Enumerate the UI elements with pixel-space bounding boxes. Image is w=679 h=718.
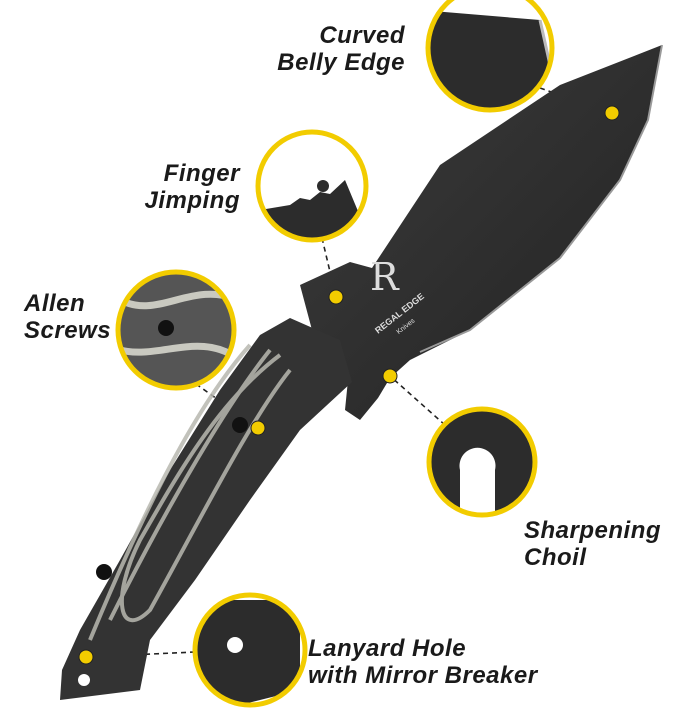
leader-line-choil <box>389 375 446 426</box>
marker-dot-lanyard <box>78 649 94 665</box>
callout-circle-lanyard <box>192 592 308 708</box>
callout-circle-screws <box>115 269 237 391</box>
label-line: Lanyard Hole <box>308 635 467 662</box>
lanyard-hole <box>78 674 90 686</box>
marker-dot-choil <box>382 368 398 384</box>
allen-screw <box>96 564 112 580</box>
label-line: Jimping <box>144 187 240 214</box>
leader-line-jimping <box>321 237 337 298</box>
callout-label-jimping: Finger Jimping <box>110 160 240 214</box>
handle-grain <box>88 343 292 641</box>
label-line: Screws <box>24 317 112 344</box>
label-line: Allen <box>24 290 86 317</box>
callout-label-choil: Sharpening Choil <box>524 517 674 571</box>
label-line: Choil <box>524 544 587 571</box>
blade <box>300 45 662 420</box>
label-line: Curved <box>319 22 405 49</box>
label-line: with Mirror Breaker <box>308 662 538 689</box>
allen-screw <box>232 417 248 433</box>
label-line: Belly Edge <box>277 49 405 76</box>
callout-label-belly-edge: Curved Belly Edge <box>230 22 405 76</box>
marker-dot-screws <box>250 420 266 436</box>
label-line: Finger <box>163 160 240 187</box>
marker-dot-belly <box>604 105 620 121</box>
callout-label-screws: Allen Screws <box>24 290 124 344</box>
callout-label-lanyard: Lanyard Hole with Mirror Breaker <box>308 635 673 689</box>
label-line: Sharpening <box>524 517 662 544</box>
marker-dot-jimping <box>328 289 344 305</box>
logo-letter: R <box>370 255 400 299</box>
callout-circle-belly-edge <box>425 0 555 113</box>
callout-circle-choil <box>426 406 538 518</box>
callout-circle-jimping <box>255 129 369 243</box>
